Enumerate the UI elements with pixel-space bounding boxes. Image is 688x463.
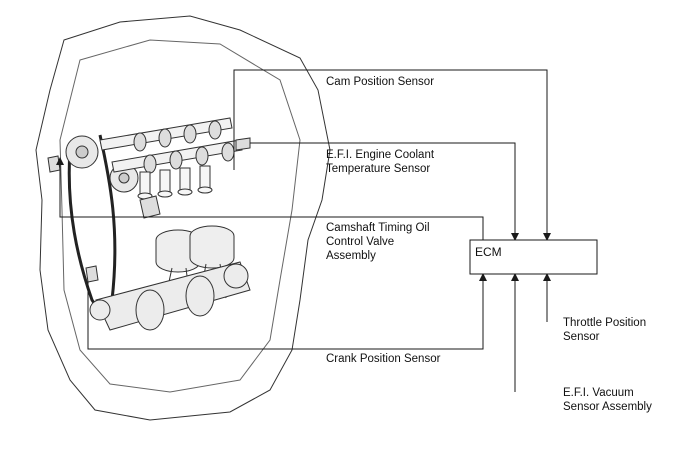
timing-chain	[67, 134, 117, 313]
cam-sensor-body	[47, 155, 61, 173]
label-coolant-temp-line1: E.F.I. Engine Coolant	[326, 149, 435, 161]
crank-sensor-body	[85, 265, 99, 283]
label-vacuum-line2: Sensor Assembly	[563, 401, 652, 413]
label-vacuum-line1: E.F.I. Vacuum	[563, 387, 634, 399]
valves	[137, 165, 213, 200]
connector-lines	[56, 69, 551, 392]
label-coolant-temp-sensor: E.F.I. Engine Coolant Temperature Sensor	[326, 148, 434, 176]
label-cam-position-sensor: Cam Position Sensor	[326, 76, 435, 88]
line-crank-position	[87, 273, 487, 350]
label-throttle-line1: Throttle Position	[563, 317, 647, 329]
ecm-label: ECM	[475, 245, 502, 259]
label-vacuum-sensor: E.F.I. Vacuum Sensor Assembly	[563, 386, 652, 414]
crankshaft	[89, 261, 251, 331]
label-ocv-line2: Control Valve	[326, 236, 395, 248]
label-ocv-line3: Assembly	[326, 250, 376, 262]
camshafts	[99, 117, 243, 174]
label-throttle-position-sensor: Throttle Position Sensor	[563, 316, 646, 344]
line-ocv	[56, 157, 484, 240]
coolant-sensor-body	[235, 137, 251, 151]
ocv-body	[139, 195, 161, 219]
label-ocv-line1: Camshaft Timing Oil	[326, 222, 430, 234]
line-coolant-temp	[250, 142, 519, 241]
label-crank-position-sensor: Crank Position Sensor	[326, 353, 441, 365]
engine-illustration	[35, 15, 331, 421]
label-coolant-temp-line2: Temperature Sensor	[326, 163, 431, 175]
engine-block-outline	[35, 15, 331, 421]
label-throttle-line2: Sensor	[563, 331, 600, 343]
ecm-box	[469, 239, 598, 275]
line-cam-position	[233, 69, 551, 241]
engine-block-inner	[59, 39, 301, 393]
label-ocv: Camshaft Timing Oil Control Valve Assemb…	[326, 221, 430, 263]
